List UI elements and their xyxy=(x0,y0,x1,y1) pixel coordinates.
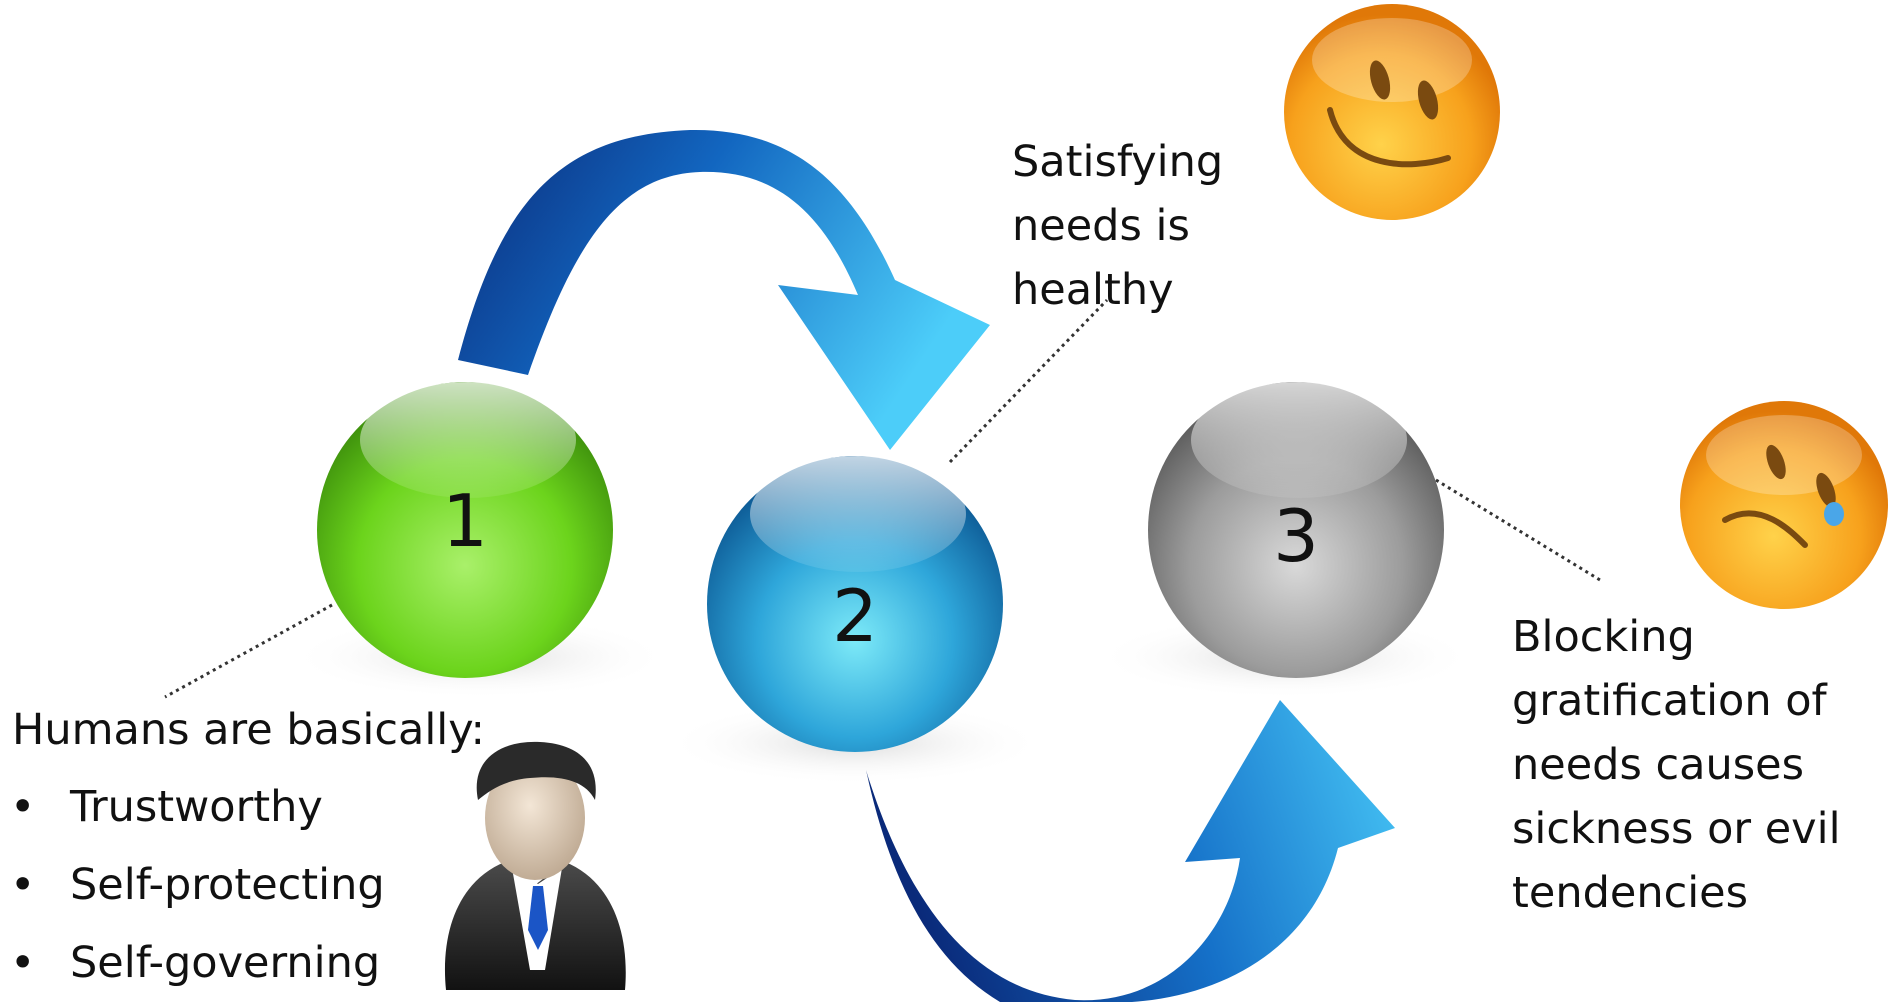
list-item: • Self-protecting xyxy=(0,846,440,924)
ball-3-label: 3 xyxy=(1273,494,1319,578)
ball-2-label: 2 xyxy=(832,574,878,658)
top-curved-arrow xyxy=(458,129,990,451)
ball-2 xyxy=(707,456,1003,752)
bullet: • xyxy=(10,860,36,910)
connector-line-2 xyxy=(948,298,1109,464)
ball-1 xyxy=(317,382,613,678)
bullet: • xyxy=(10,938,36,988)
bullet: • xyxy=(10,782,36,832)
blocking-gratification-text: Blocking gratification of needs causes s… xyxy=(1512,612,1841,918)
humans-list: • Trustworthy • Self-protecting • Self-g… xyxy=(0,768,440,1002)
satisfying-needs-text: Satisfying needs is healthy xyxy=(1012,137,1224,315)
list-item-text: Self-governing xyxy=(70,938,381,988)
humans-heading: Humans are basically: xyxy=(12,705,486,755)
happy-smiley-icon xyxy=(1284,4,1500,220)
bottom-curved-arrow xyxy=(866,700,1395,1002)
sad-smiley-icon xyxy=(1680,401,1888,609)
list-item: • Self-governing xyxy=(0,924,440,1002)
list-item: • Trustworthy xyxy=(0,768,440,846)
list-item-text: Trustworthy xyxy=(70,782,323,832)
ball-3 xyxy=(1148,382,1444,678)
list-item-text: Self-protecting xyxy=(70,860,385,910)
connector-line-3 xyxy=(1435,478,1601,582)
businessman-icon xyxy=(444,741,626,990)
ball-1-label: 1 xyxy=(442,479,488,563)
